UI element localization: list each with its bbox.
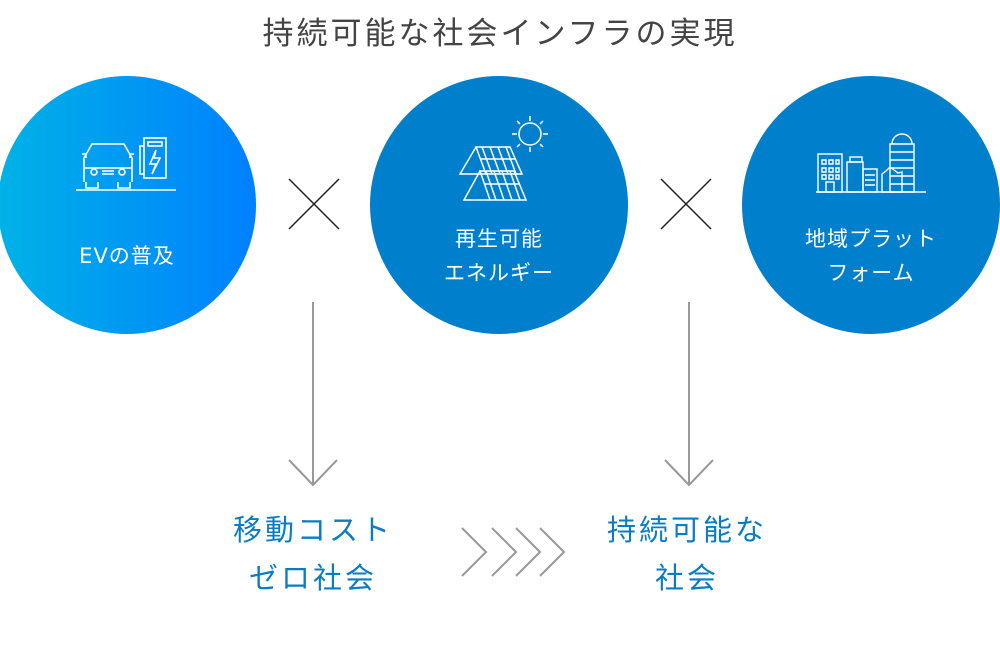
- ev-charging-icon: [76, 137, 176, 191]
- renewable-energy-circle: 再生可能 エネルギー: [370, 76, 628, 334]
- result-line2: 社会: [654, 561, 719, 595]
- sustainable-society-result: 持続可能な 社会: [557, 506, 817, 602]
- chevrons-right-icon: [461, 527, 566, 577]
- result-line1: 移動コスト: [232, 513, 393, 547]
- down-arrow-icon: [664, 302, 714, 487]
- result-line1: 持続可能な: [606, 513, 767, 547]
- down-arrow-icon: [288, 302, 338, 487]
- ev-circle: EVの普及: [0, 76, 256, 334]
- solar-panel-icon: [458, 116, 548, 201]
- page-title: 持続可能な社会インフラの実現: [262, 16, 738, 52]
- regional-platform-circle: 地域プラット フォーム: [742, 76, 1000, 334]
- result-line2: ゼロ社会: [248, 561, 377, 595]
- renewable-label-line1: 再生可能: [455, 227, 543, 251]
- multiply-icon: [660, 178, 712, 230]
- city-buildings-icon: [816, 133, 926, 193]
- zero-mobility-cost-result: 移動コスト ゼロ社会: [183, 506, 443, 602]
- renewable-label-line2: エネルギー: [444, 261, 554, 285]
- ev-label: EVの普及: [79, 244, 175, 268]
- platform-label-line2: フォーム: [827, 261, 915, 285]
- multiply-icon: [288, 178, 340, 230]
- platform-label-line1: 地域プラット: [805, 227, 937, 251]
